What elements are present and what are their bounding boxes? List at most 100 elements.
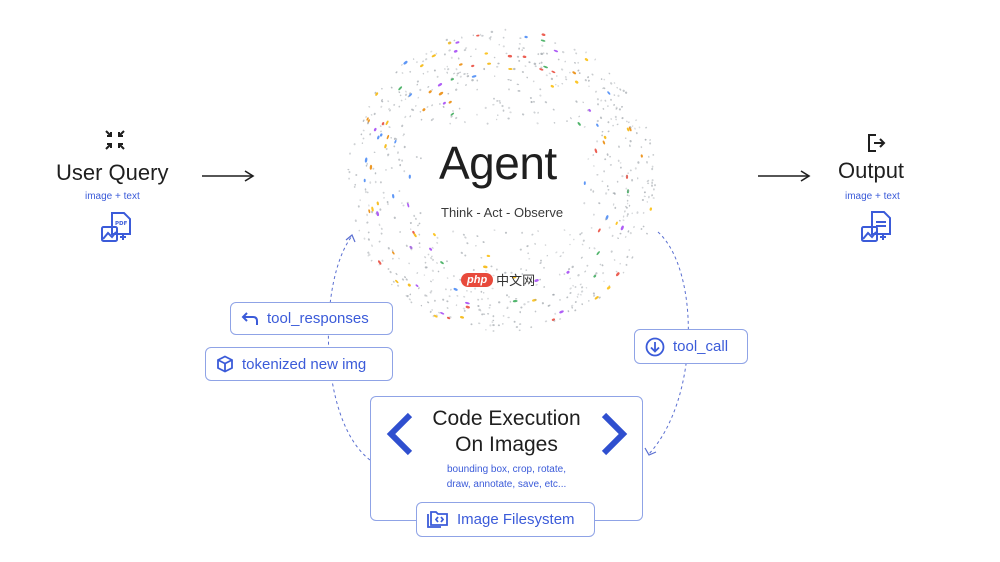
sphere-particle [487,312,490,315]
sphere-particle [569,71,571,74]
sphere-particle [443,53,446,56]
sphere-particle [567,310,570,313]
sphere-particle [588,85,590,88]
sphere-particle [515,326,519,328]
sphere-particle [612,192,615,195]
sphere-particle [480,298,484,301]
sphere-particle [488,37,492,39]
sphere-particle [539,88,542,91]
sphere-particle [462,307,466,310]
sphere-particle [478,322,481,325]
sphere-particle [448,100,452,104]
sphere-particle [651,165,654,168]
sphere-particle [587,79,590,82]
sphere-particle [593,274,597,278]
sphere-particle [566,296,569,299]
sphere-particle [640,146,643,149]
sphere-particle [440,312,445,315]
sphere-particle [384,144,387,149]
sphere-particle [483,67,486,71]
sphere-particle [484,106,487,110]
sphere-particle [534,298,537,301]
sphere-particle [431,255,433,258]
sphere-particle [564,60,566,63]
sphere-particle [601,130,604,133]
sphere-particle [372,167,375,170]
sphere-particle [584,58,589,62]
sphere-particle [418,242,421,245]
sphere-particle [601,180,604,183]
sphere-particle [502,315,505,317]
sphere-particle [420,118,423,121]
sphere-particle [501,323,504,325]
sphere-particle [520,306,523,309]
sphere-particle [502,45,505,48]
sphere-particle [501,104,504,108]
sphere-particle [484,52,489,55]
sphere-particle [381,259,384,262]
sphere-particle [599,116,603,120]
sphere-particle [572,284,574,287]
sphere-particle [385,147,388,151]
sphere-particle [629,140,632,143]
sphere-particle [572,238,575,241]
sphere-particle [471,64,475,68]
sphere-particle [493,229,496,232]
sphere-particle [424,261,427,264]
sphere-particle [362,129,365,132]
sphere-particle [387,203,389,206]
sphere-particle [562,251,565,254]
sphere-particle [631,212,633,215]
sphere-particle [424,294,427,297]
sphere-particle [460,251,463,254]
sphere-particle [413,233,417,238]
sphere-particle [615,118,617,121]
sphere-particle [368,204,370,207]
sphere-particle [571,265,574,269]
sphere-particle [457,72,460,74]
sphere-particle [651,184,653,187]
sphere-particle [464,84,468,86]
sphere-particle [626,202,629,205]
sphere-particle [627,121,630,124]
sphere-particle [488,306,491,309]
watermark-text: 中文网 [496,273,536,288]
sphere-particle [625,174,629,179]
output-title: Output [838,158,905,183]
sphere-particle [644,138,647,141]
sphere-particle [544,244,547,246]
sphere-particle [492,103,495,106]
sphere-particle [640,228,643,230]
sphere-particle [539,278,541,281]
sphere-particle [593,294,596,297]
sphere-particle [347,168,350,171]
sphere-particle [602,272,605,275]
sphere-particle [446,260,448,263]
sphere-particle [541,302,545,305]
sphere-particle [431,88,434,91]
sphere-particle [569,117,572,120]
sphere-particle [529,97,532,99]
sphere-particle [626,199,629,202]
sphere-particle [532,80,535,83]
sphere-particle [574,62,576,64]
sphere-particle [470,290,472,293]
sphere-particle [617,94,620,97]
sphere-particle [506,307,509,310]
sphere-particle [552,293,555,296]
sphere-particle [463,49,467,52]
sphere-particle [398,86,403,91]
sphere-particle [547,304,550,307]
sphere-particle [459,316,465,319]
sphere-particle [427,253,430,256]
sphere-particle [594,273,596,276]
sphere-particle [391,283,393,286]
sphere-particle [541,33,546,36]
sphere-particle [378,223,381,227]
tokenized-new-img-label: tokenized new img [242,355,367,373]
sphere-particle [436,75,439,78]
sphere-particle [647,182,650,185]
sphere-particle [394,139,397,144]
pdf-image-document-icon: PDF [100,210,132,244]
sphere-particle [543,65,548,69]
